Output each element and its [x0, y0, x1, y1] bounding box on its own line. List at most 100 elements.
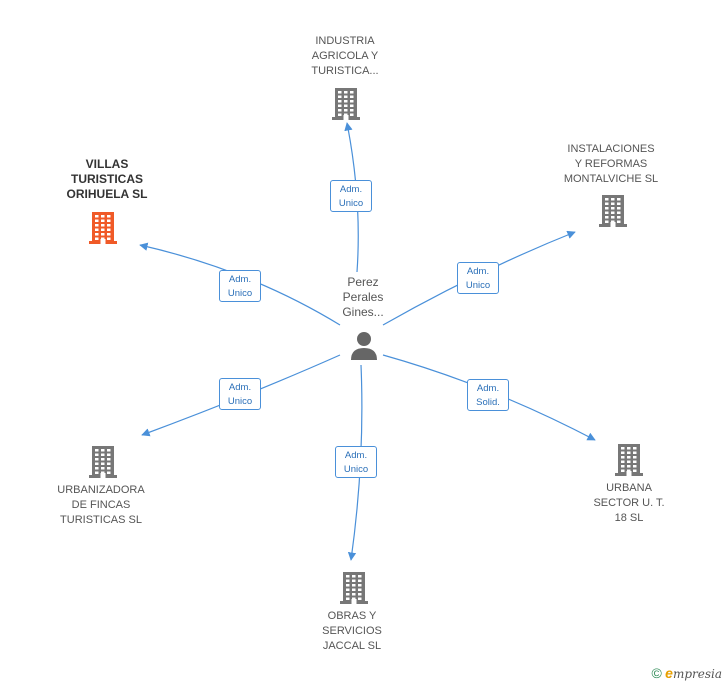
building-window — [627, 469, 631, 472]
building-window — [605, 198, 609, 201]
label-line: TURISTICAS SL — [60, 514, 142, 526]
building-window — [101, 219, 105, 222]
building-window — [101, 462, 105, 465]
badge-line: Adm. — [228, 274, 252, 285]
building-window — [95, 215, 99, 218]
building-icon[interactable] — [332, 86, 360, 120]
building-window — [617, 220, 621, 223]
building-window — [344, 109, 348, 112]
building-window — [350, 95, 354, 98]
relation-badge-instalaciones[interactable]: Adm. Unico — [457, 262, 499, 294]
building-window — [611, 198, 615, 201]
relation-badge-urbanizadora[interactable]: Adm. Unico — [219, 378, 261, 410]
building-window — [346, 584, 350, 587]
label-line: SERVICIOS — [322, 625, 382, 637]
company-node-urbanizadora[interactable]: URBANIZADORA DE FINCAS TURISTICAS SL — [45, 483, 157, 528]
building-icon[interactable] — [340, 570, 368, 604]
building-window — [95, 467, 99, 470]
company-label: OBRAS Y SERVICIOS JACCAL SL — [297, 609, 407, 654]
building-window — [352, 579, 356, 582]
building-window — [107, 462, 111, 465]
building-window — [338, 95, 342, 98]
building-icon[interactable] — [599, 193, 627, 227]
building-door — [343, 115, 349, 120]
label-line: URBANIZADORA — [57, 484, 145, 496]
building-window — [605, 202, 609, 205]
building-window — [611, 220, 615, 223]
building-window — [621, 465, 625, 468]
building-window — [107, 471, 111, 474]
label-line: Y REFORMAS — [574, 158, 648, 170]
building-window — [617, 198, 621, 201]
building-window — [107, 219, 111, 222]
building-icon-highlight[interactable] — [89, 210, 117, 244]
building-window — [95, 228, 99, 231]
building-window — [346, 579, 350, 582]
building-window — [611, 202, 615, 205]
badge-line: Unico — [227, 288, 253, 299]
building-door — [610, 222, 616, 227]
label-line: TURISTICAS — [71, 172, 143, 186]
center-label-line: Perez — [347, 275, 379, 289]
building-window — [617, 207, 621, 210]
building-window — [605, 216, 609, 219]
relation-badge-obras[interactable]: Adm. Unico — [335, 446, 377, 478]
relation-badge-villas[interactable]: Adm. Unico — [219, 270, 261, 302]
building-icon[interactable] — [89, 444, 117, 478]
footer-brand: © empresia — [651, 665, 722, 681]
label-line: JACCAL SL — [322, 640, 382, 652]
building-window — [358, 588, 362, 591]
building-window — [107, 228, 111, 231]
company-node-urbana[interactable]: URBANA SECTOR U. T. 18 SL — [575, 481, 683, 526]
copyright-icon: © — [651, 665, 662, 681]
building-window — [107, 467, 111, 470]
company-label: URBANIZADORA DE FINCAS TURISTICAS SL — [45, 483, 157, 528]
building-icon[interactable] — [615, 442, 643, 476]
building-window — [101, 471, 105, 474]
building-door — [100, 239, 106, 244]
building-window — [350, 113, 354, 116]
relation-badge-urbana[interactable]: Adm. Solid. — [467, 379, 509, 411]
company-node-instalaciones[interactable]: INSTALACIONES Y REFORMAS MONTALVICHE SL — [555, 142, 667, 187]
building-window — [627, 456, 631, 459]
building-window — [101, 453, 105, 456]
building-window — [344, 95, 348, 98]
badge-line: Unico — [343, 464, 369, 475]
label-line: 18 SL — [614, 512, 644, 524]
badge-line: Adm. — [339, 184, 363, 195]
company-label: INSTALACIONES Y REFORMAS MONTALVICHE SL — [555, 142, 667, 187]
building-window — [352, 597, 356, 600]
building-window — [101, 458, 105, 461]
building-window — [350, 100, 354, 103]
badge-line: Adm. — [476, 383, 500, 394]
person-icon[interactable] — [348, 330, 380, 360]
label-line: VILLAS — [85, 157, 129, 171]
building-window — [107, 449, 111, 452]
brand-name: mpresia — [672, 667, 722, 681]
building-window — [95, 219, 99, 222]
building-window — [605, 211, 609, 214]
building-window — [101, 237, 105, 240]
building-window — [95, 462, 99, 465]
building-window — [346, 588, 350, 591]
building-window — [107, 458, 111, 461]
company-node-villas[interactable]: VILLAS TURISTICAS ORIHUELA SL — [52, 157, 162, 202]
building-window — [95, 224, 99, 227]
building-window — [358, 575, 362, 578]
building-window — [633, 460, 637, 463]
building-window — [627, 460, 631, 463]
building-window — [358, 579, 362, 582]
relation-badge-industria[interactable]: Adm. Unico — [330, 180, 372, 212]
building-window — [107, 233, 111, 236]
building-window — [107, 453, 111, 456]
company-node-industria[interactable]: INDUSTRIA AGRICOLA Y TURISTICA... — [290, 34, 400, 79]
label-line: SECTOR U. T. — [593, 497, 665, 509]
building-window — [621, 469, 625, 472]
center-person-label: Perez Perales Gines... — [330, 275, 396, 320]
company-node-obras[interactable]: OBRAS Y SERVICIOS JACCAL SL — [297, 609, 407, 654]
building-window — [107, 215, 111, 218]
label-line: URBANA — [606, 482, 652, 494]
building-window — [338, 104, 342, 107]
building-window — [344, 100, 348, 103]
badge-line: Unico — [338, 198, 364, 209]
